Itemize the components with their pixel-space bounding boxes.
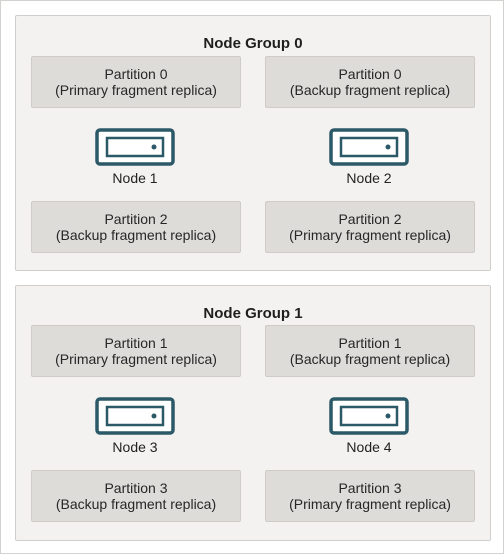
partition-name: Partition 1 [338, 335, 402, 351]
partition-role: (Primary fragment replica) [55, 82, 217, 98]
partition-box: Partition 2 (Backup fragment replica) [31, 201, 241, 253]
server-icon [329, 397, 409, 435]
partition-box: Partition 1 (Backup fragment replica) [265, 325, 475, 377]
partition-role: (Primary fragment replica) [55, 351, 217, 367]
node-group-1: Node Group 1 Partition 1 (Primary fragme… [15, 285, 491, 541]
server-icon [95, 128, 175, 166]
node-label: Node 1 [112, 170, 158, 186]
partition-role: (Backup fragment replica) [289, 351, 451, 367]
node-1: Node 1 [80, 128, 190, 186]
partition-name: Partition 0 [104, 66, 168, 82]
server-icon [329, 128, 409, 166]
partition-name: Partition 2 [338, 211, 402, 227]
partition-role: (Backup fragment replica) [55, 496, 217, 512]
node-label: Node 3 [112, 439, 158, 455]
partition-name: Partition 3 [104, 480, 168, 496]
node-group-title: Node Group 1 [203, 305, 303, 322]
partition-box: Partition 0 (Backup fragment replica) [265, 56, 475, 108]
node-4: Node 4 [314, 397, 424, 455]
partition-box: Partition 2 (Primary fragment replica) [265, 201, 475, 253]
partition-box: Partition 3 (Primary fragment replica) [265, 470, 475, 522]
partition-box: Partition 3 (Backup fragment replica) [31, 470, 241, 522]
partition-name: Partition 3 [338, 480, 402, 496]
partition-box: Partition 1 (Primary fragment replica) [31, 325, 241, 377]
partition-box: Partition 0 (Primary fragment replica) [31, 56, 241, 108]
partition-role: (Backup fragment replica) [55, 227, 217, 243]
partition-name: Partition 1 [104, 335, 168, 351]
partition-role: (Primary fragment replica) [289, 496, 451, 512]
node-3: Node 3 [80, 397, 190, 455]
node-2: Node 2 [314, 128, 424, 186]
partition-role: (Backup fragment replica) [289, 82, 451, 98]
partition-role: (Primary fragment replica) [289, 227, 451, 243]
node-group-title: Node Group 0 [203, 35, 303, 52]
node-group-0: Node Group 0 Partition 0 (Primary fragme… [15, 15, 491, 271]
partition-name: Partition 2 [104, 211, 168, 227]
node-label: Node 2 [346, 170, 392, 186]
server-icon [95, 397, 175, 435]
partition-name: Partition 0 [338, 66, 402, 82]
node-label: Node 4 [346, 439, 392, 455]
